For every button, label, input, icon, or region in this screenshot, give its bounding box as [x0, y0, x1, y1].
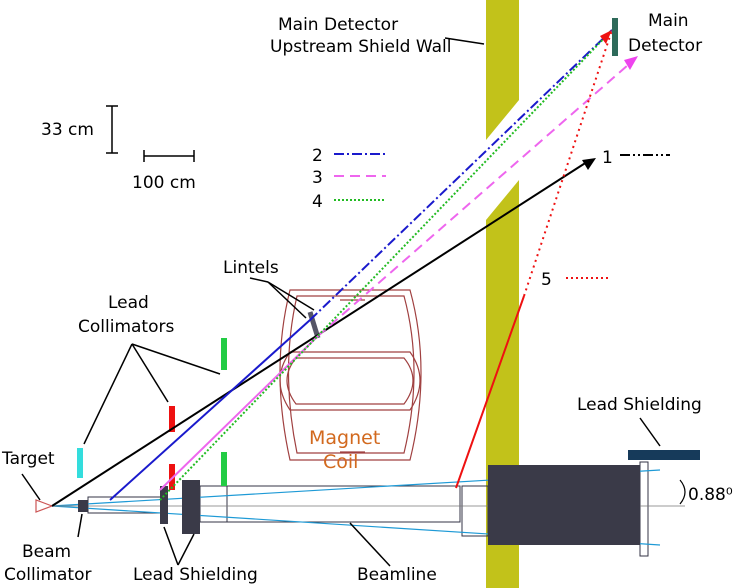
- beam-collimator-label-1: Beam: [22, 542, 71, 562]
- angle-label: 0.88⁰: [688, 485, 733, 505]
- magnet-coil-label-1: Magnet: [309, 427, 380, 449]
- main-detector: [612, 18, 618, 56]
- legend-label-5: 5: [541, 270, 552, 290]
- lead-collimators-label-2: Collimators: [78, 317, 174, 337]
- trajectory-4: [159, 29, 613, 501]
- arrowhead-3: [624, 56, 638, 70]
- lintel: [307, 311, 321, 339]
- labels: Main Detector Upstream Shield Wall Main …: [1, 11, 733, 585]
- upstream-wall-label-2: Upstream Shield Wall: [270, 37, 451, 57]
- lead-shielding-bottom-label: Lead Shielding: [133, 565, 258, 585]
- main-detector-label-2: Detector: [628, 36, 702, 56]
- legend-label-3: 3: [312, 168, 323, 188]
- upstream-wall-label-1: Main Detector: [278, 15, 398, 35]
- trajectory-2-ext: [309, 29, 613, 321]
- trajectory-2: [109, 319, 311, 501]
- magnet-coil-label-2: Coil: [323, 451, 358, 473]
- lead-collimators: [77, 338, 227, 490]
- lead-shielding-right-label: Lead Shielding: [577, 395, 702, 415]
- legend: 2 3 4 1 5: [312, 146, 670, 290]
- legend-label-4: 4: [312, 192, 323, 212]
- trajectory-3: [159, 335, 319, 491]
- main-detector-label-1: Main: [648, 11, 689, 31]
- beamline-label: Beamline: [357, 565, 437, 585]
- arrowhead-1: [582, 158, 596, 170]
- pointer-lines: [21, 37, 686, 567]
- trajectories: [51, 29, 637, 507]
- target: [35, 499, 54, 513]
- lintels-label: Lintels: [223, 258, 279, 278]
- target-label: Target: [1, 449, 55, 469]
- legend-label-2: 2: [312, 146, 323, 166]
- beam-collimator: [78, 500, 88, 512]
- trajectory-5-ext: [523, 29, 613, 297]
- trajectory-3-ext: [317, 57, 637, 337]
- scale-bar-vertical: [106, 105, 118, 154]
- legend-label-1: 1: [602, 148, 613, 168]
- scale-vertical-label: 33 cm: [41, 120, 94, 140]
- beam-collimator-label-2: Collimator: [4, 565, 91, 585]
- lead-shielding-blocks: [160, 450, 700, 545]
- trajectory-5: [455, 295, 525, 489]
- lead-collimators-label-1: Lead: [108, 293, 149, 313]
- scale-horizontal-label: 100 cm: [132, 173, 196, 193]
- arrowhead-main: [600, 30, 612, 44]
- scale-bar-horizontal: [143, 150, 195, 162]
